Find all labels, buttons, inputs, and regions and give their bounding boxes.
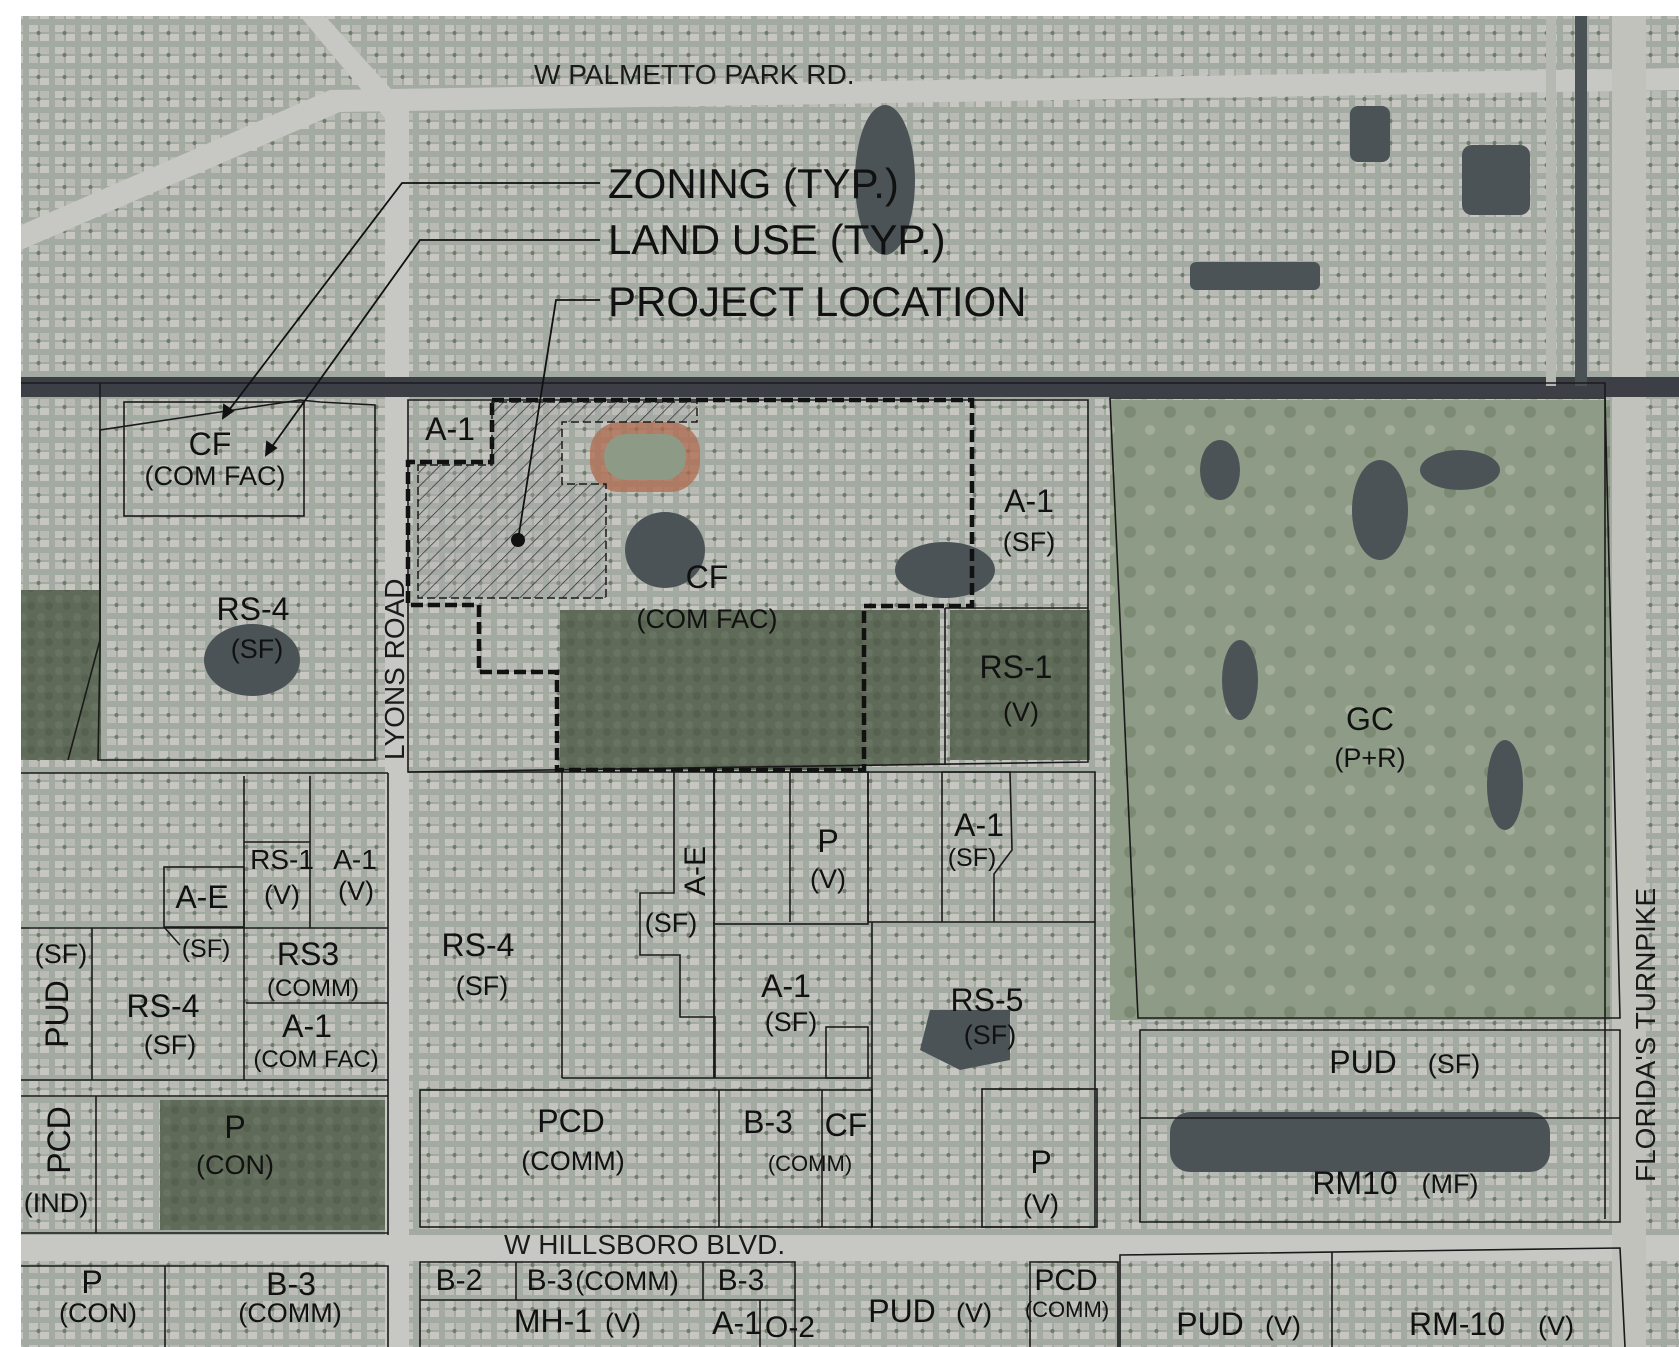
land-use-label: (MF) bbox=[1422, 1169, 1479, 1199]
zone-label: CF bbox=[189, 426, 232, 462]
zone-label: B-3 bbox=[718, 1264, 765, 1297]
zone-label: P bbox=[817, 823, 838, 859]
land-use-label: (V) bbox=[810, 864, 846, 894]
project-boundary bbox=[405, 397, 975, 773]
zone-label: A-E bbox=[175, 879, 228, 915]
land-use-label: (V) bbox=[264, 880, 300, 910]
zone-label: O-2 bbox=[765, 1311, 815, 1344]
zone-label: A-1 bbox=[712, 1305, 762, 1341]
zone-label: PCD bbox=[1034, 1264, 1097, 1297]
road-label-palmetto: W PALMETTO PARK RD. bbox=[534, 59, 854, 90]
land-use-label: (V) bbox=[605, 1308, 641, 1338]
land-use-label: (COM FAC) bbox=[145, 461, 286, 491]
zone-label: P bbox=[81, 1264, 102, 1300]
zone-label: RS-5 bbox=[951, 982, 1024, 1018]
zoning-boundaries bbox=[21, 382, 1626, 1347]
zone-labels: CF (COM FAC) RS-4 (SF) A-1 CF (COM FAC) … bbox=[24, 411, 1574, 1344]
zone-label: A-1 bbox=[1004, 483, 1054, 519]
land-use-label: (CON) bbox=[59, 1298, 137, 1328]
road-network bbox=[21, 16, 1679, 1347]
zone-label: B-3 bbox=[266, 1266, 316, 1302]
legend-zoning: ZONING (TYP.) bbox=[608, 160, 899, 207]
zone-label: RS-4 bbox=[127, 988, 200, 1024]
zone-label: RS-1 bbox=[980, 649, 1053, 685]
land-use-label: (CON) bbox=[196, 1150, 274, 1180]
land-use-label: (SF) bbox=[1428, 1049, 1480, 1079]
legend-land-use: LAND USE (TYP.) bbox=[608, 216, 946, 263]
land-use-label: (SF) bbox=[231, 634, 283, 664]
land-use-label: (COMM) bbox=[521, 1146, 624, 1176]
road-label-turnpike: FLORIDA'S TURNPIKE bbox=[1630, 888, 1661, 1182]
land-use-label: (V) bbox=[1023, 1189, 1059, 1219]
land-use-label: (COMM) bbox=[267, 975, 359, 1002]
zone-label: RS-4 bbox=[217, 591, 290, 627]
land-use-label: (COM FAC) bbox=[253, 1046, 378, 1073]
zone-label: P bbox=[1030, 1144, 1051, 1180]
zone-label: PUD bbox=[868, 1293, 936, 1329]
zone-label: PUD bbox=[39, 980, 75, 1048]
zone-label: B-3 bbox=[527, 1264, 574, 1297]
land-use-label: (V) bbox=[1265, 1311, 1301, 1341]
zone-label: A-1 bbox=[333, 844, 377, 875]
zone-label: PCD bbox=[41, 1106, 77, 1174]
land-use-label: (SF) bbox=[182, 935, 231, 963]
zone-label: P bbox=[224, 1109, 245, 1145]
road-label-hillsboro: W HILLSBORO BLVD. bbox=[504, 1229, 785, 1260]
zone-label: PUD bbox=[1329, 1044, 1397, 1080]
land-use-label: (SF) bbox=[1003, 527, 1055, 557]
zone-label: A-E bbox=[679, 846, 712, 896]
land-use-label: (SF) bbox=[645, 908, 697, 938]
road-label-lyons: LYONS ROAD bbox=[379, 578, 410, 760]
land-use-label: (SF) bbox=[144, 1030, 196, 1060]
zone-label: MH-1 bbox=[514, 1303, 592, 1339]
natural-areas bbox=[21, 400, 1610, 1230]
land-use-label: (V) bbox=[1538, 1311, 1574, 1341]
zone-label: A-1 bbox=[282, 1008, 332, 1044]
land-use-label: (SF) bbox=[964, 1020, 1016, 1050]
zone-label: B-2 bbox=[436, 1264, 483, 1297]
land-use-label: (COMM) bbox=[575, 1266, 678, 1296]
land-use-label: (SF) bbox=[948, 844, 997, 872]
zone-label: RM10 bbox=[1312, 1165, 1397, 1201]
zone-label: GC bbox=[1346, 701, 1394, 737]
land-use-label: (IND) bbox=[24, 1188, 88, 1218]
legend-leaders bbox=[221, 182, 600, 541]
zone-label: A-1 bbox=[761, 968, 811, 1004]
zone-label: RM-10 bbox=[1409, 1306, 1505, 1342]
land-use-label: (SF) bbox=[765, 1007, 817, 1037]
land-use-label: (COM FAC) bbox=[637, 604, 778, 634]
land-use-label: (SF) bbox=[456, 971, 508, 1001]
zone-label: PUD bbox=[1176, 1306, 1244, 1342]
land-use-label: (V) bbox=[1003, 697, 1039, 727]
zone-label: CF bbox=[686, 559, 729, 595]
land-use-label: (SF) bbox=[35, 939, 87, 969]
land-use-label: (V) bbox=[956, 1298, 992, 1328]
legend-project-location: PROJECT LOCATION bbox=[608, 278, 1027, 325]
zone-label: B-3 bbox=[743, 1104, 793, 1140]
zone-label: A-1 bbox=[954, 807, 1004, 843]
land-use-label: (P+R) bbox=[1334, 743, 1405, 773]
zone-label: A-1 bbox=[425, 411, 475, 447]
zone-label: RS-1 bbox=[250, 844, 314, 875]
land-use-label: (COMM) bbox=[1025, 1297, 1109, 1322]
land-use-label: (COMM) bbox=[238, 1298, 341, 1328]
zone-label: CF bbox=[825, 1107, 868, 1143]
land-use-label: (COMM) bbox=[768, 1151, 852, 1176]
zone-label: PCD bbox=[537, 1103, 605, 1139]
land-use-label: (V) bbox=[338, 876, 374, 906]
zone-label: RS3 bbox=[277, 936, 339, 972]
zone-label: RS-4 bbox=[442, 927, 515, 963]
water-bodies bbox=[204, 105, 1550, 1172]
